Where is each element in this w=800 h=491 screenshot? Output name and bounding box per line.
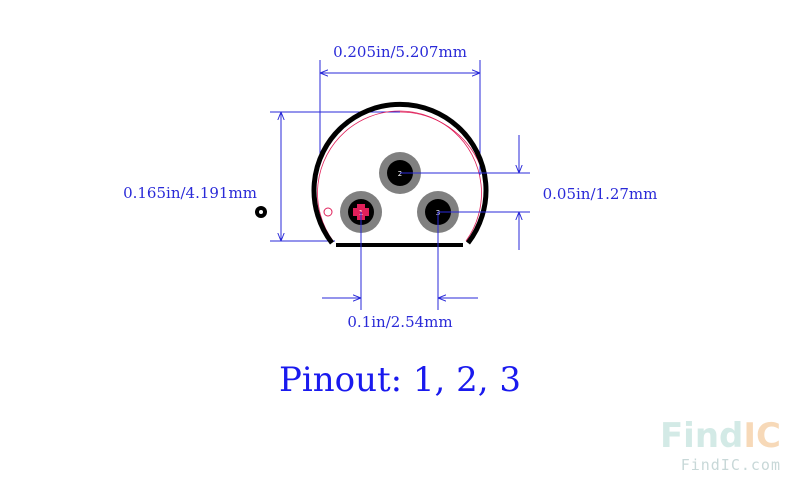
width-label: 0.205in/5.207mm — [333, 43, 467, 61]
body-outline-inner — [317, 110, 482, 242]
pin-pitch-label: 0.1in/2.54mm — [347, 313, 452, 331]
pin1-indicator-circle — [323, 207, 333, 217]
brand-url: FindIC.com — [681, 456, 781, 474]
pin-offset-label: 0.05in/1.27mm — [543, 185, 658, 203]
pin-offset-dimension — [400, 135, 530, 250]
svg-text:FindIC: FindIC — [660, 416, 781, 456]
findic-logo: FindIC FindIC.com — [660, 416, 781, 474]
pin-pitch-dimension — [322, 212, 478, 310]
height-label: 0.165in/4.191mm — [123, 184, 257, 202]
orientation-marker — [255, 206, 267, 218]
pinout-label: Pinout: 1, 2, 3 — [279, 360, 521, 400]
brand-find-text: Find — [660, 416, 743, 456]
pin-2-number: 2 — [398, 170, 402, 178]
silkscreen-arc — [311, 101, 489, 245]
height-dimension — [270, 111, 400, 242]
brand-ic-text: IC — [743, 416, 781, 456]
